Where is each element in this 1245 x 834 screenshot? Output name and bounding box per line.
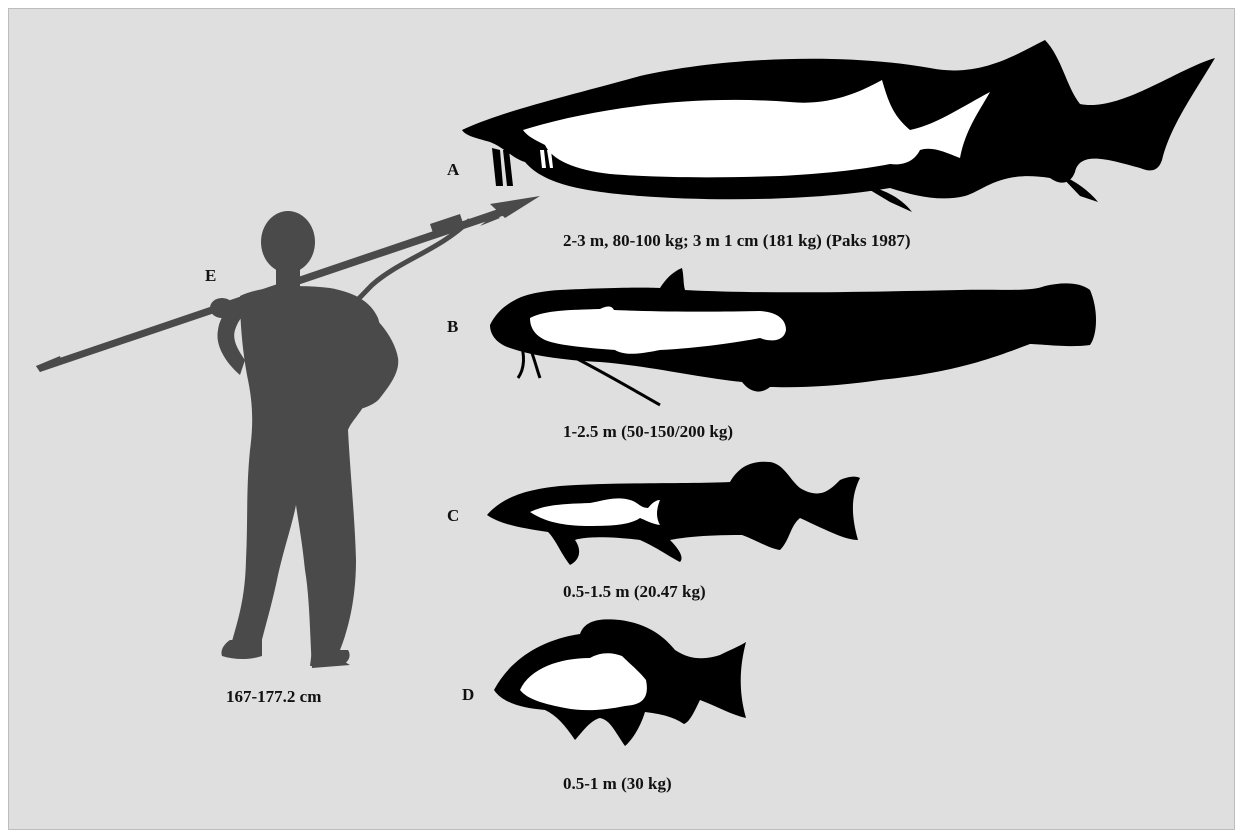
panel-letter-a: A [447, 160, 459, 180]
caption-d: 0.5-1 m (30 kg) [563, 774, 672, 794]
caption-b: 1-2.5 m (50-150/200 kg) [563, 422, 733, 442]
panel-letter-d: D [462, 685, 474, 705]
caption-e: 167-177.2 cm [226, 687, 321, 707]
caption-c: 0.5-1.5 m (20.47 kg) [563, 582, 706, 602]
panel-letter-e: E [205, 266, 216, 286]
panel-letter-c: C [447, 506, 459, 526]
caption-a: 2-3 m, 80-100 kg; 3 m 1 cm (181 kg) (Pak… [563, 231, 911, 251]
panel-letter-b: B [447, 317, 458, 337]
